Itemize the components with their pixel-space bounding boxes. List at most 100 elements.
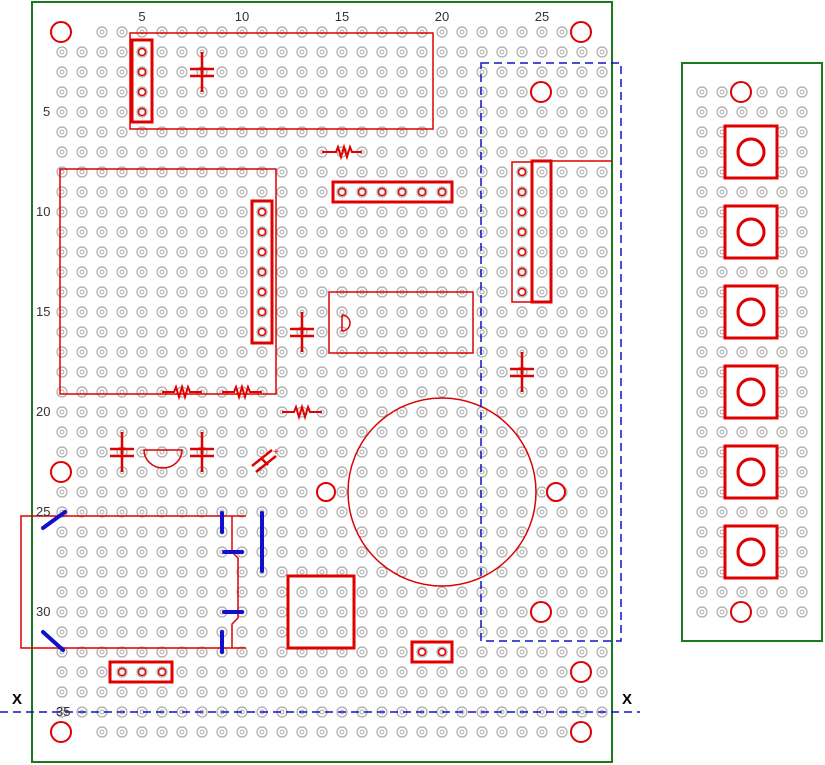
pad-hole: [799, 529, 805, 535]
pad-hole: [179, 689, 185, 695]
pad-hole: [239, 29, 245, 35]
pad: [476, 446, 488, 458]
pad: [536, 246, 548, 258]
pad: [396, 246, 408, 258]
pad-hole: [779, 349, 785, 355]
pad-hole: [119, 249, 125, 255]
pad: [476, 186, 488, 198]
pad-hole: [399, 549, 405, 555]
pad: [696, 446, 708, 458]
pad: [776, 346, 788, 358]
pad-hole: [339, 609, 345, 615]
pad-hole: [379, 509, 385, 515]
pad-hole: [339, 669, 345, 675]
header-pin: [437, 647, 447, 657]
pad-hole: [99, 49, 105, 55]
pad-hole: [779, 249, 785, 255]
pad: [416, 346, 428, 358]
pad-hole: [59, 89, 65, 95]
pad: [116, 186, 128, 198]
pad-hole: [319, 469, 325, 475]
pad: [536, 26, 548, 38]
pad-hole: [459, 729, 465, 735]
pad-hole: [439, 169, 445, 175]
pad: [516, 426, 528, 438]
pad-hole: [779, 609, 785, 615]
pad-hole: [799, 289, 805, 295]
pad: [476, 546, 488, 558]
pad-hole: [439, 149, 445, 155]
pad: [436, 386, 448, 398]
pad: [236, 226, 248, 238]
pad: [136, 166, 148, 178]
pad-hole: [379, 249, 385, 255]
pad-hole: [479, 509, 485, 515]
pad: [316, 606, 328, 618]
pad-hole: [459, 689, 465, 695]
pad: [196, 566, 208, 578]
pad-hole: [359, 689, 365, 695]
pad-hole: [159, 569, 165, 575]
pad: [476, 626, 488, 638]
pad: [156, 546, 168, 558]
pad: [256, 66, 268, 78]
pad-hole: [439, 309, 445, 315]
pad-hole: [79, 249, 85, 255]
pad-hole: [299, 209, 305, 215]
pad: [476, 486, 488, 498]
pad: [176, 466, 188, 478]
pad-hole: [439, 109, 445, 115]
pad-hole: [259, 29, 265, 35]
pad: [316, 426, 328, 438]
pad: [136, 546, 148, 558]
pad-hole: [379, 549, 385, 555]
pad-hole: [79, 669, 85, 675]
pad-hole: [499, 109, 505, 115]
pad-hole: [559, 729, 565, 735]
mounting-hole: [50, 21, 72, 43]
pad-hole: [399, 529, 405, 535]
pad-hole: [179, 569, 185, 575]
pad-hole: [719, 129, 725, 135]
pad: [576, 366, 588, 378]
pad-hole: [239, 129, 245, 135]
pad: [496, 46, 508, 58]
pad-hole: [479, 389, 485, 395]
pad-hole: [779, 109, 785, 115]
pad: [376, 486, 388, 498]
pad-hole: [199, 669, 205, 675]
pad: [436, 566, 448, 578]
pad-hole: [199, 269, 205, 275]
pad-hole: [559, 349, 565, 355]
pad-hole: [359, 229, 365, 235]
pad: [296, 246, 308, 258]
pad: [736, 506, 748, 518]
pad-hole: [599, 549, 605, 555]
pad-hole: [779, 489, 785, 495]
pad: [376, 246, 388, 258]
pad-hole: [239, 289, 245, 295]
pad: [396, 346, 408, 358]
pad-hole: [699, 529, 705, 535]
mounting-hole: [50, 461, 72, 483]
pad: [576, 386, 588, 398]
pad-hole: [379, 409, 385, 415]
pad: [296, 66, 308, 78]
pad-hole: [239, 589, 245, 595]
pad: [116, 666, 128, 678]
pad: [56, 106, 68, 118]
pad: [216, 26, 228, 38]
pad: [96, 346, 108, 358]
pad-hole: [179, 429, 185, 435]
pad: [356, 206, 368, 218]
pad: [196, 246, 208, 258]
pad-hole: [499, 529, 505, 535]
pad: [296, 466, 308, 478]
pad: [236, 166, 248, 178]
pad: [276, 426, 288, 438]
pad: [496, 726, 508, 738]
pad-hole: [319, 649, 325, 655]
pad: [116, 126, 128, 138]
pad-hole: [379, 389, 385, 395]
pad: [196, 146, 208, 158]
